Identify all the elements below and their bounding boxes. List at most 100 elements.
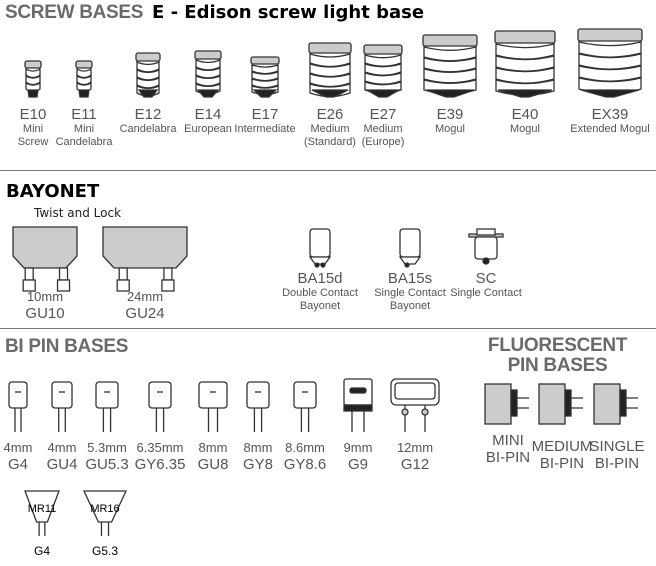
- base-description: European: [184, 123, 232, 136]
- base-code: GY6.35: [134, 455, 186, 473]
- base-label: BI-PIN: [539, 455, 585, 473]
- bi-pin-gy8.6-icon: [293, 378, 317, 439]
- base-size: 5.3mm: [87, 440, 127, 455]
- base-code: E26: [316, 106, 344, 123]
- base-code: SC: [475, 270, 497, 287]
- base-code: E11: [71, 106, 97, 123]
- base-description: Double Contact: [282, 287, 358, 300]
- base-code: G9: [347, 455, 368, 473]
- base-code: GU5.3: [85, 455, 129, 473]
- base-code: E39: [436, 106, 464, 123]
- base-code: E17: [251, 106, 279, 123]
- base-code: EX39: [591, 106, 629, 123]
- base-label: MINI: [492, 432, 524, 449]
- fluorescent-heading-line1: FLUORESCENT: [487, 335, 628, 356]
- base-description: Candelabra: [55, 135, 113, 148]
- base-code: BA15d: [297, 270, 343, 287]
- base-code: G12: [400, 455, 430, 473]
- mr-lamp-label: MR16: [90, 503, 120, 515]
- base-code: BA15s: [387, 270, 433, 287]
- bi-pin-heading: BI PIN BASES: [5, 336, 129, 357]
- fluorescent-medium-bi-pin-icon: [537, 378, 587, 433]
- base-label: BI-PIN: [485, 449, 531, 467]
- base-size: 4mm: [3, 440, 33, 455]
- base-description: Single Contact: [450, 287, 522, 300]
- base-size: 12mm: [396, 440, 434, 455]
- base-size: 8.6mm: [285, 440, 325, 455]
- base-description: Candelabra: [119, 123, 177, 136]
- base-size: 9mm: [343, 440, 373, 455]
- screw-base-e26-icon: [308, 42, 352, 105]
- bayonet-sc-icon: [467, 228, 505, 273]
- base-description: Extended Mogul: [570, 123, 650, 136]
- divider: [0, 328, 656, 329]
- base-description: Mogul: [510, 123, 540, 136]
- bi-pin-g4-icon: [8, 378, 28, 439]
- bayonet-gu24-icon: [102, 226, 188, 297]
- base-code: GY8.6: [283, 455, 327, 473]
- screw-base-ex39-icon: [577, 28, 643, 105]
- base-code: E40: [511, 106, 539, 123]
- base-description: Bayonet: [389, 299, 431, 312]
- base-code: GU10: [25, 304, 65, 322]
- base-code: E14: [194, 106, 222, 123]
- base-size: 6.35mm: [136, 440, 184, 455]
- bi-pin-gu4-icon: [51, 378, 73, 439]
- bi-pin-gu5.3-icon: [95, 378, 119, 439]
- bayonet-ba15d-icon: [307, 228, 333, 273]
- base-description: (Europe): [361, 135, 405, 148]
- base-code: E12: [134, 106, 162, 123]
- bi-pin-g9-icon: [343, 378, 373, 439]
- bi-pin-gy8-icon: [246, 378, 270, 439]
- base-description: Medium: [310, 123, 350, 136]
- base-description: Mogul: [435, 123, 465, 136]
- mr-lamp-mr16-icon: [82, 490, 128, 543]
- base-label: SINGLE: [589, 438, 645, 455]
- bi-pin-g12-icon: [390, 378, 440, 439]
- bayonet-gu10-icon: [12, 226, 78, 297]
- screw-base-e14-icon: [194, 50, 222, 105]
- base-description: (Standard): [304, 135, 356, 148]
- bayonet-heading: BAYONET: [6, 181, 100, 202]
- bi-pin-gy6.35-icon: [148, 378, 172, 439]
- screw-base-e39-icon: [422, 34, 478, 105]
- base-code: GU24: [125, 304, 165, 322]
- screw-base-e17-icon: [250, 56, 280, 105]
- base-code: E27: [369, 106, 397, 123]
- base-description: Mini: [73, 123, 95, 136]
- base-size: 4mm: [47, 440, 77, 455]
- base-description: Screw: [17, 135, 49, 148]
- bi-pin-gu8-icon: [198, 378, 228, 439]
- mr-lamp-label: MR11: [27, 503, 57, 515]
- base-label: MEDIUM: [531, 438, 593, 455]
- mr-lamp-code: G4: [33, 544, 50, 558]
- base-size: 8mm: [243, 440, 273, 455]
- divider: [0, 170, 656, 171]
- base-description: Bayonet: [299, 299, 341, 312]
- base-size: 8mm: [198, 440, 228, 455]
- bayonet-ba15s-icon: [397, 228, 423, 273]
- screw-bases-subtitle: E - Edison screw light base: [152, 2, 425, 23]
- screw-base-e12-icon: [135, 52, 161, 105]
- base-description: Intermediate: [234, 123, 296, 136]
- mr-lamp-code: G5.3: [91, 544, 118, 558]
